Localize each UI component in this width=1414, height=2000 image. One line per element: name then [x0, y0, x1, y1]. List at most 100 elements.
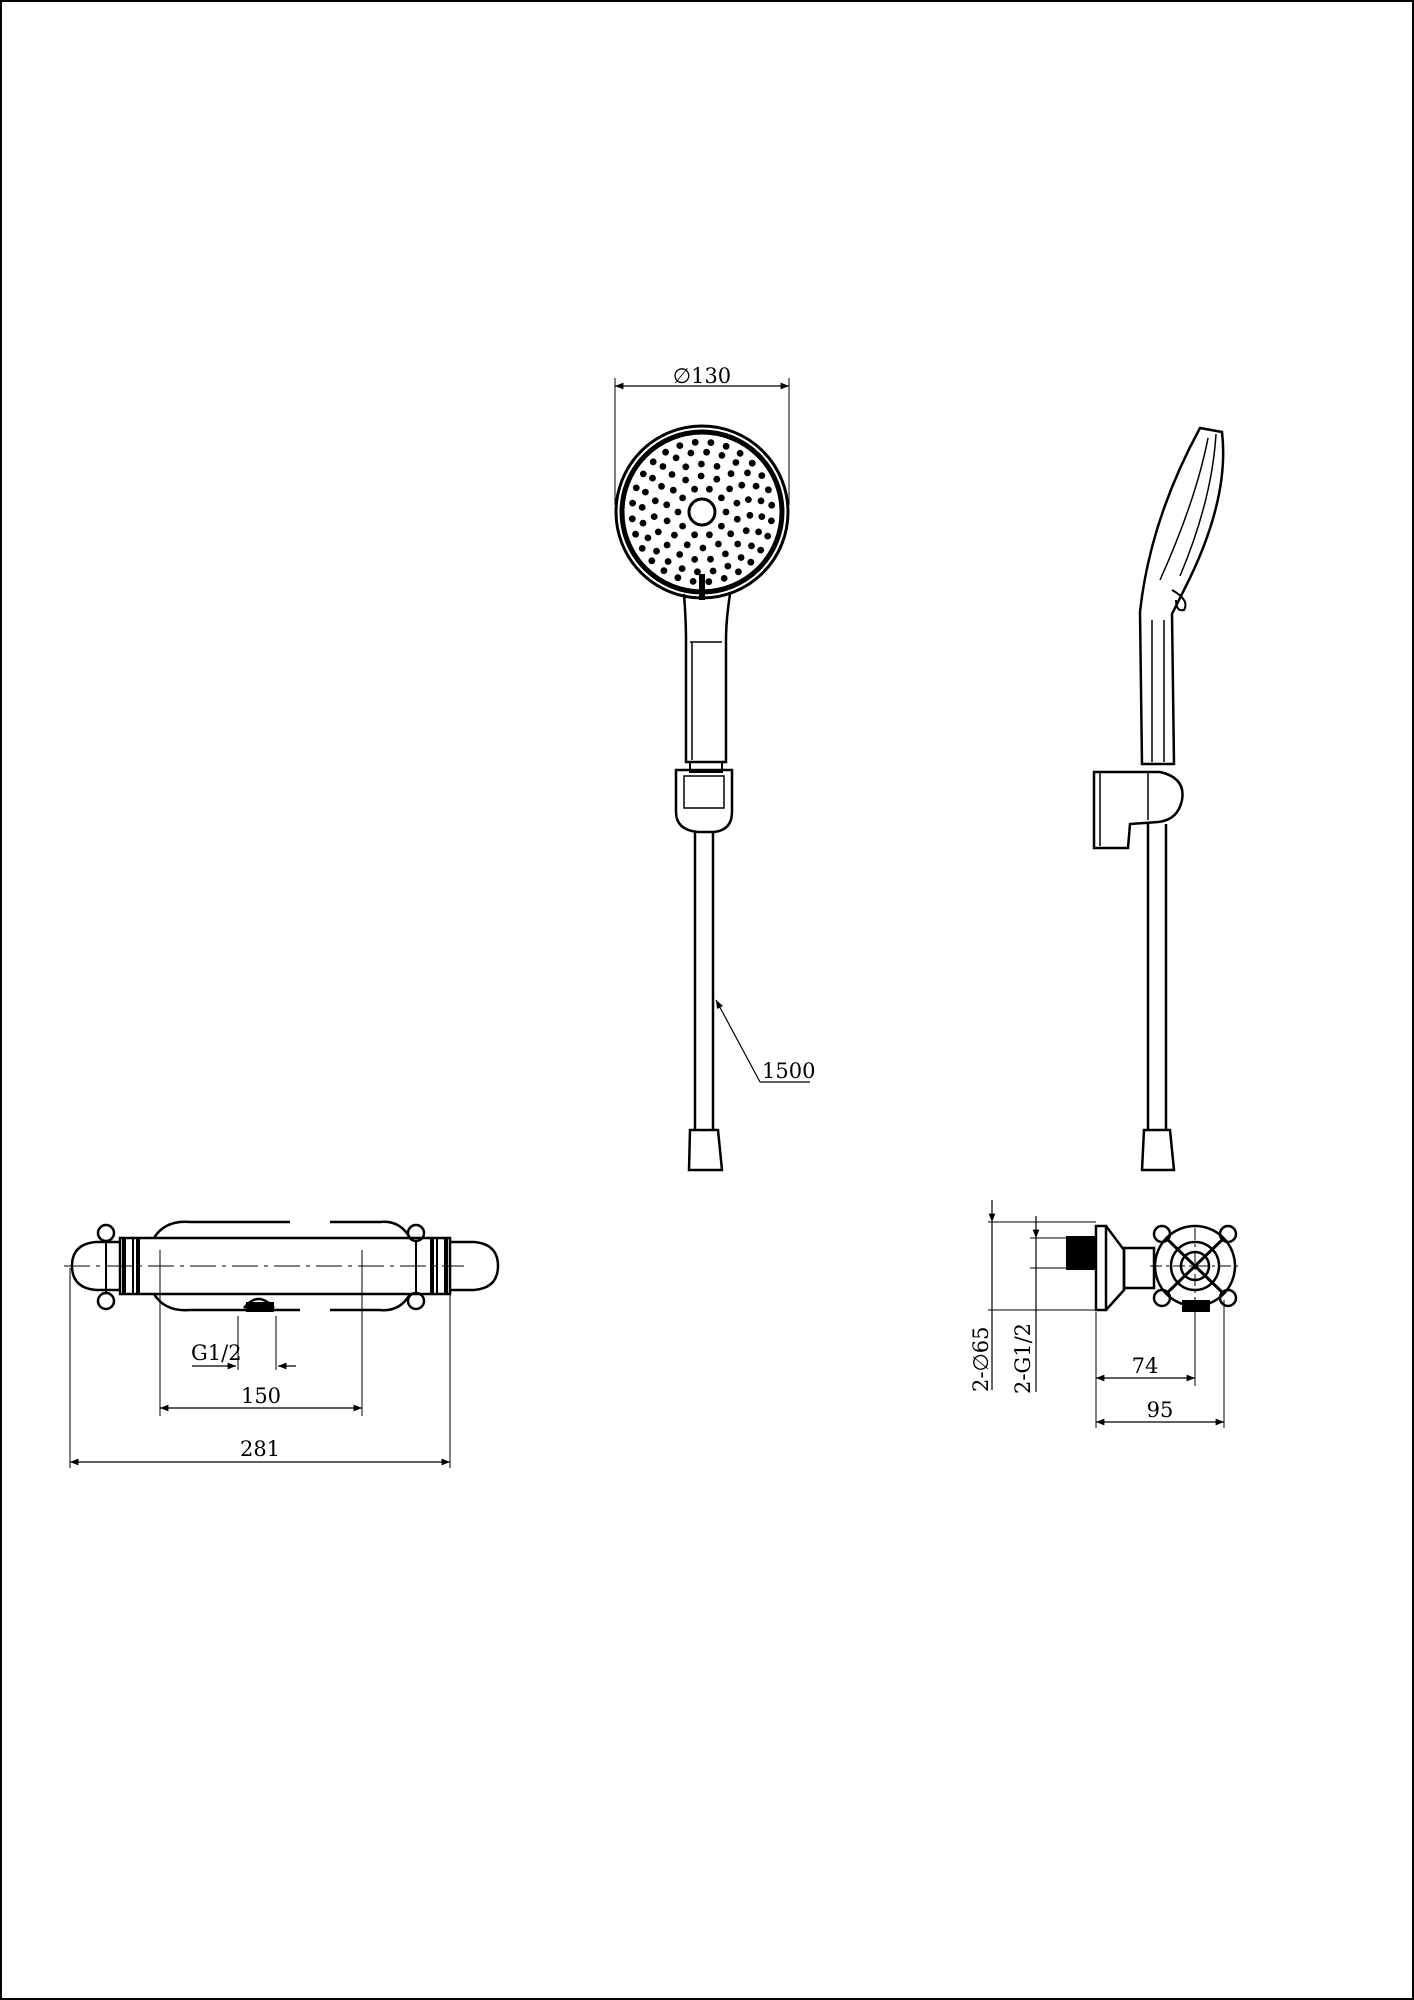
nozzle-dot	[732, 459, 740, 466]
mixer-body	[118, 1236, 452, 1296]
nozzle-dot	[672, 454, 680, 462]
nozzle-dot	[689, 578, 697, 585]
nozzle-dot	[651, 497, 659, 505]
escutcheon-label: 2-∅65	[969, 1327, 993, 1392]
nozzle-dot	[691, 485, 698, 493]
nozzle-dot	[765, 486, 772, 494]
nozzle-dot	[703, 448, 710, 456]
nozzle-dot	[722, 442, 730, 450]
nozzle-dot	[668, 471, 676, 478]
nozzle-dot	[722, 550, 729, 558]
nozzle-dot	[733, 515, 741, 523]
mixer-front-view: G1/2 150 281	[64, 1220, 500, 1468]
nozzle-dot	[757, 497, 765, 505]
holder-side	[1092, 770, 1184, 850]
nozzle-dot	[669, 486, 677, 494]
nozzle-dot	[676, 442, 684, 449]
nozzle-dot	[713, 475, 721, 483]
nozzle-dot	[691, 556, 699, 563]
nozzle-dot	[722, 508, 730, 516]
nozzle-dot	[745, 496, 752, 503]
nozzle-dot	[664, 558, 672, 565]
inlet-thread-label: G1/2	[191, 1341, 242, 1365]
nozzle-dot	[648, 557, 656, 565]
left-handle	[70, 1240, 120, 1292]
nozzle-dot	[671, 531, 678, 539]
nozzle-dot	[658, 482, 665, 490]
nozzle-dot	[682, 476, 689, 484]
nozzle-dot	[718, 452, 726, 459]
nozzle-dot	[698, 460, 705, 468]
nozzle-dot	[718, 522, 725, 530]
depth-label: 74	[1132, 1354, 1159, 1378]
shower-side-body	[1138, 426, 1225, 766]
nozzle-dot	[642, 488, 649, 496]
nozzle-dot	[628, 515, 636, 523]
nozzle-dot	[659, 463, 667, 470]
nozzle-dot	[758, 513, 766, 520]
shower-handle	[682, 593, 732, 764]
nozzle-dot	[726, 485, 733, 493]
nozzle-dot	[650, 513, 658, 520]
nozzle-dot	[683, 541, 691, 549]
nozzle-dot	[699, 544, 707, 552]
nozzle-dot	[653, 547, 660, 555]
mixer-side-view: 2-∅65 2-G1/2 74 95	[969, 1200, 1240, 1428]
nozzle-dot	[678, 565, 686, 572]
nozzle-dot	[736, 449, 744, 457]
nozzle-dot	[644, 534, 652, 542]
nozzle-dot	[748, 542, 755, 550]
nozzle-dot	[639, 519, 647, 527]
nozzle-dot	[679, 522, 686, 530]
nozzle-dot	[674, 508, 682, 516]
nozzle-dot	[654, 528, 662, 536]
nozzle-dot	[768, 517, 775, 525]
nozzle-dot	[679, 494, 686, 502]
nozzle-dot	[746, 511, 754, 519]
nozzle-dot	[735, 568, 742, 576]
diameter-label: ∅130	[673, 364, 731, 388]
nozzle-dot	[638, 504, 646, 511]
nozzle-dot	[707, 439, 715, 446]
nozzle-dot	[718, 494, 725, 502]
nozzle-dot	[674, 574, 682, 582]
nozzle-dot	[632, 530, 639, 538]
nozzle-dot	[752, 482, 760, 490]
nozzle-dot	[663, 541, 671, 549]
nozzle-dot	[706, 485, 713, 493]
hose-nut	[687, 1128, 724, 1172]
nozzle-dot	[742, 527, 750, 535]
nozzle-dot	[649, 458, 657, 466]
nozzle-dot	[706, 531, 713, 539]
nozzle-dot	[662, 448, 669, 456]
thread-label: 2-G1/2	[1011, 1323, 1035, 1394]
wall-fitting	[1066, 1236, 1096, 1270]
nozzle-dot	[738, 481, 746, 489]
nozzle-dot	[747, 558, 755, 566]
nozzle-dot	[694, 568, 701, 576]
nozzle-dot	[744, 469, 751, 477]
nozzle-dot	[727, 470, 735, 478]
handshower-side-view	[1092, 426, 1225, 1172]
hose-leader-line	[715, 999, 761, 1083]
shower-head-face	[619, 429, 785, 595]
right-handle	[450, 1240, 500, 1292]
overall-depth-label: 95	[1147, 1398, 1174, 1422]
nozzle-dot	[629, 499, 636, 507]
nozzle-dot	[705, 578, 713, 586]
nozzle-dot	[707, 555, 714, 563]
nozzle-dot	[768, 501, 776, 509]
nozzle-dot	[724, 562, 732, 570]
nozzle-dot	[758, 472, 766, 479]
nozzle-dot	[720, 575, 728, 582]
nozzle-dot	[764, 532, 772, 540]
hose-length-label: 1500	[762, 1059, 815, 1083]
nozzle-pattern	[628, 438, 776, 586]
handshower-front-view: ∅130 1500	[614, 364, 815, 1172]
shower-head-center	[687, 497, 717, 527]
nozzle-dot	[715, 540, 722, 548]
nozzle-dot	[734, 540, 742, 548]
nozzle-dot	[733, 499, 741, 507]
